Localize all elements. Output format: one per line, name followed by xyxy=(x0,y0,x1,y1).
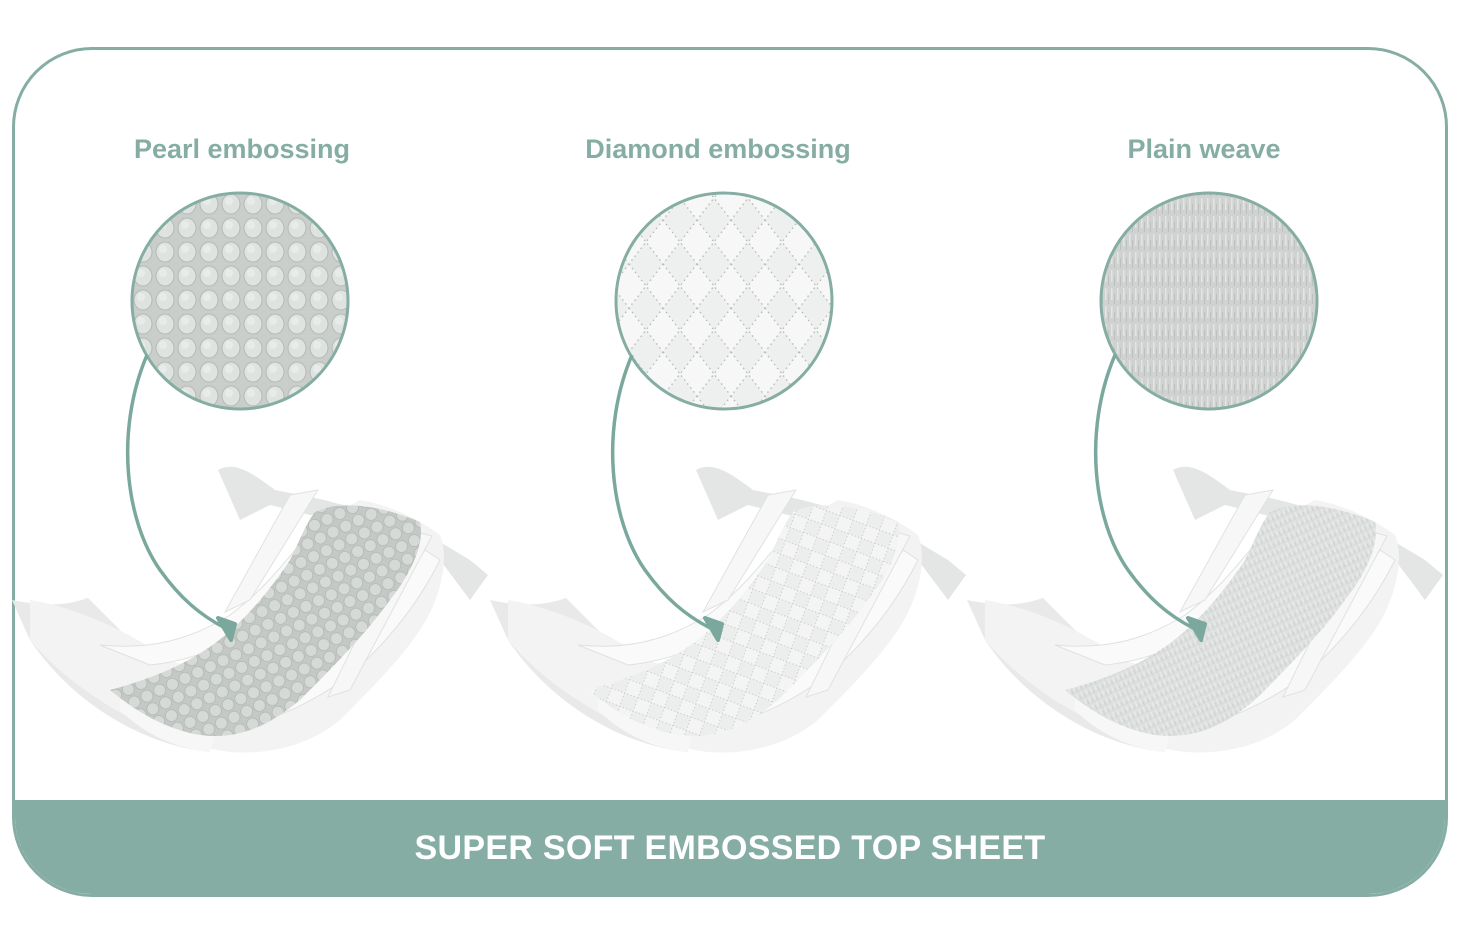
footer-banner: SUPER SOFT EMBOSSED TOP SHEET xyxy=(15,800,1445,894)
feature-frame: SUPER SOFT EMBOSSED TOP SHEET xyxy=(12,47,1448,897)
label-pearl-embossing: Pearl embossing xyxy=(133,134,351,164)
label-plain-weave: Plain weave xyxy=(1127,134,1281,164)
label-diamond-embossing: Diamond embossing xyxy=(585,134,851,164)
footer-title: SUPER SOFT EMBOSSED TOP SHEET xyxy=(414,829,1046,867)
